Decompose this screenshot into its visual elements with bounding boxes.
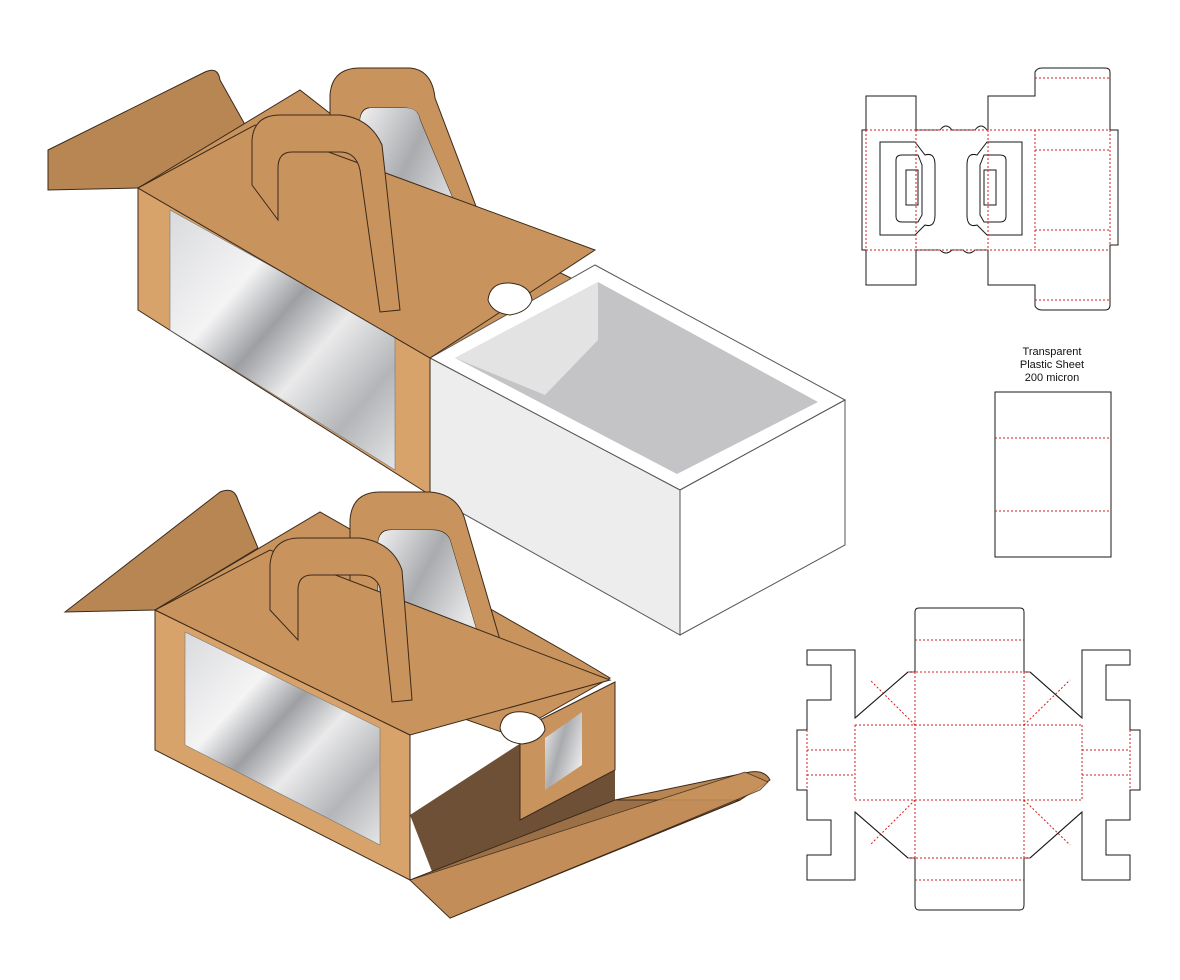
plastic-sheet-dieline bbox=[994, 391, 1112, 558]
dieline-sleeve-outline bbox=[861, 67, 1119, 311]
dieline-sleeve bbox=[861, 67, 1119, 311]
bottom-thumb-notch bbox=[499, 711, 546, 745]
plastic-sheet-outline bbox=[994, 391, 1112, 558]
bottom-side-window bbox=[545, 712, 582, 790]
bottom-box-illustration bbox=[63, 489, 771, 919]
bottom-left-flap bbox=[63, 489, 259, 613]
dieline-tray-folds bbox=[806, 639, 1131, 881]
dieline-sleeve-folds bbox=[865, 77, 1111, 301]
dieline-sleeve-handle-left-inner bbox=[895, 154, 923, 223]
bottom-open-flap-lower bbox=[409, 771, 769, 919]
bottom-front-window bbox=[184, 631, 381, 846]
tray-right-face bbox=[679, 399, 846, 636]
tray-inner-left-wall bbox=[455, 282, 598, 395]
top-thumb-notch bbox=[487, 282, 533, 316]
top-front-handle bbox=[251, 114, 401, 313]
dieline-tray-bevels bbox=[854, 671, 1083, 859]
dieline-sleeve-handle-right-inner bbox=[979, 154, 1007, 223]
bottom-front-handle bbox=[269, 537, 413, 703]
plastic-sheet-label-line3: 200 micron bbox=[1024, 372, 1080, 384]
plastic-sheet-label: Transparent Plastic Sheet 200 micron bbox=[982, 346, 1122, 385]
top-box-illustration bbox=[47, 67, 847, 636]
dieline-tray-outline bbox=[796, 607, 1141, 911]
dieline-sleeve-handle-right-hole bbox=[983, 169, 997, 206]
dieline-sleeve-handle-right bbox=[966, 141, 1023, 236]
dieline-sleeve-handle-left bbox=[879, 141, 936, 236]
plastic-sheet-label-line2: Plastic Sheet bbox=[1019, 359, 1085, 371]
dieline-tray bbox=[796, 607, 1141, 911]
plastic-sheet-label-line1: Transparent bbox=[1022, 346, 1082, 358]
dieline-sleeve-handle-left-hole bbox=[905, 169, 919, 206]
bottom-top-strip bbox=[153, 549, 612, 736]
